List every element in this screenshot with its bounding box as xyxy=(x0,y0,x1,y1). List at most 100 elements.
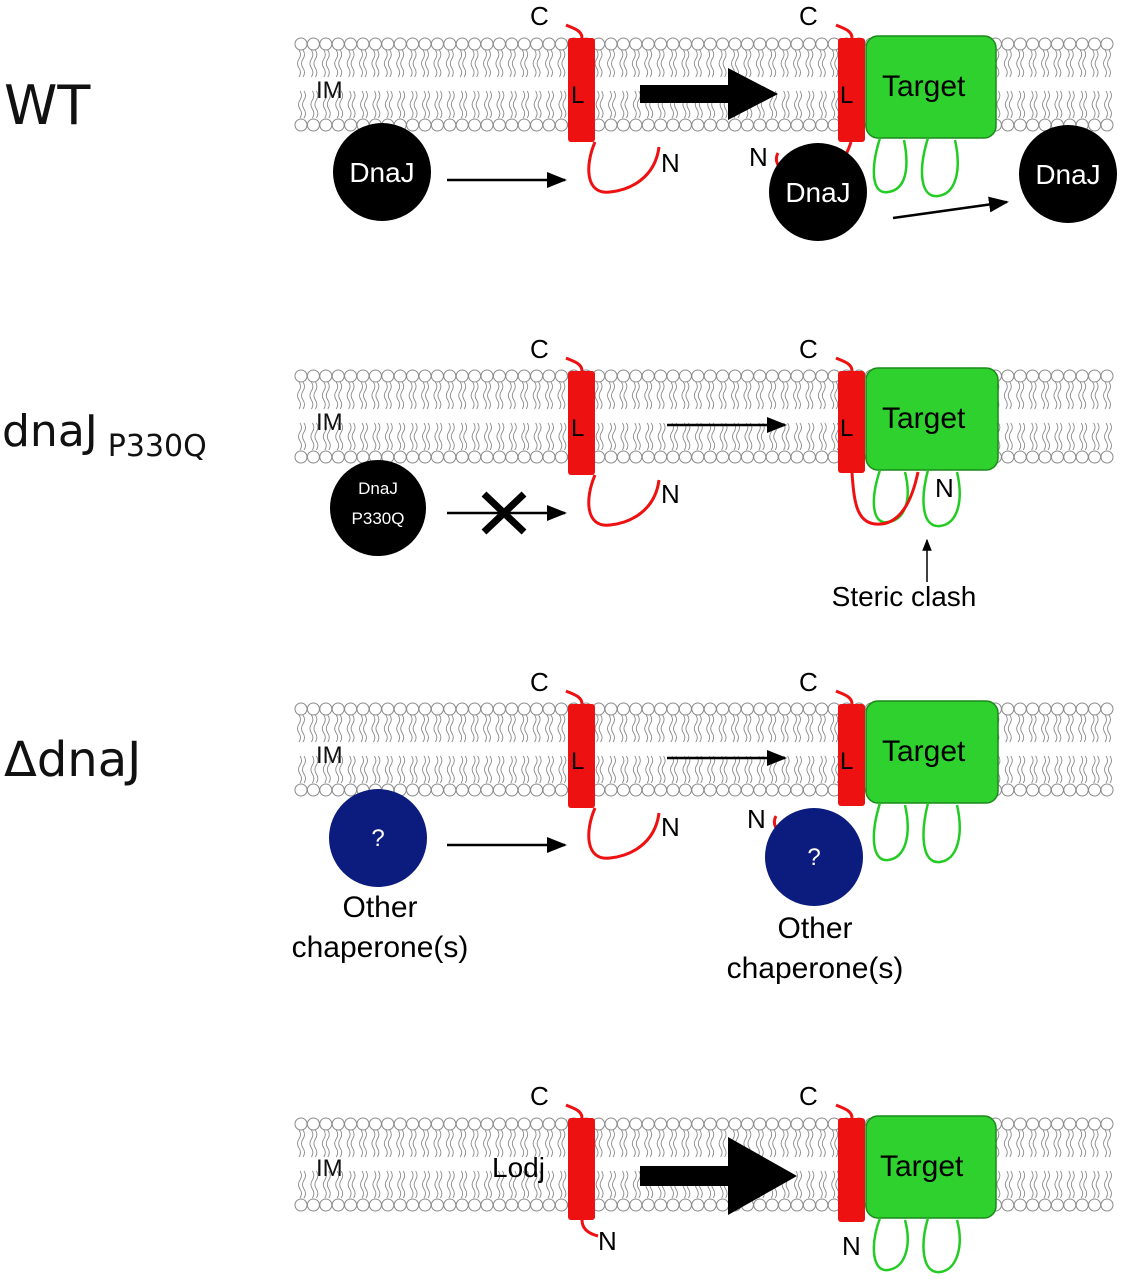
lipid-head xyxy=(1063,369,1077,383)
lipid-tail xyxy=(546,1170,554,1199)
lipid-head xyxy=(542,118,556,132)
lipid-head xyxy=(368,37,382,51)
lipid-head xyxy=(294,702,308,716)
lipid-tail xyxy=(297,381,305,410)
lipid-tail xyxy=(557,1129,566,1158)
lipid-tail xyxy=(458,49,467,78)
lipid-tail xyxy=(397,90,406,119)
lipid-tail xyxy=(1078,1129,1087,1158)
lipid-tail xyxy=(384,422,393,451)
lipid-tail xyxy=(595,1170,604,1199)
lipid-head xyxy=(815,1198,829,1212)
lipid-head xyxy=(616,702,630,716)
lipid-tail xyxy=(422,422,430,451)
lipid-head xyxy=(654,702,668,716)
lipid-tail xyxy=(359,1129,367,1158)
lipid-head xyxy=(480,1117,494,1131)
lipid-head xyxy=(629,118,643,132)
lipid-tail xyxy=(558,90,567,119)
lipid-head xyxy=(716,1117,730,1131)
helix-left-wt xyxy=(568,38,595,142)
lipid-tail xyxy=(1004,422,1013,451)
lipid-tail xyxy=(335,422,344,451)
lipid-tail xyxy=(718,49,727,78)
lipid-head xyxy=(306,118,320,132)
lipid-tail xyxy=(768,49,777,78)
lipid-tail xyxy=(346,714,355,743)
lipid-tail xyxy=(1042,90,1050,119)
unknown-chaperone-symbol-left: ? xyxy=(371,825,384,852)
lipid-tail xyxy=(558,1170,567,1199)
lipid-tail xyxy=(1065,381,1074,410)
lipid-head xyxy=(344,450,358,464)
helix-left-label-p330q: L xyxy=(571,415,584,442)
lipid-tail xyxy=(507,1129,516,1158)
lipid-tail xyxy=(521,1170,530,1199)
lipid-tail xyxy=(744,422,753,451)
lipid-tail xyxy=(805,381,814,410)
lipid-head xyxy=(468,37,482,51)
lipid-tail xyxy=(805,1129,814,1158)
lipid-head xyxy=(542,37,556,51)
other-chaperone-right xyxy=(765,808,863,906)
lipid-tail xyxy=(471,1170,480,1199)
lipid-tail xyxy=(1017,422,1026,451)
lipid-tail xyxy=(595,422,604,451)
lipid-tail xyxy=(409,90,418,119)
lipid-tail xyxy=(806,422,815,451)
lipid-tail xyxy=(445,714,454,743)
lipid-tail xyxy=(546,422,554,451)
lipid-tail xyxy=(1103,381,1111,410)
lipid-tail xyxy=(397,1170,406,1199)
dnaj-label-right-wt: DnaJ xyxy=(1035,159,1100,190)
lipid-tail xyxy=(445,49,454,78)
lipid-head xyxy=(604,1117,618,1131)
lipid-head xyxy=(331,118,345,132)
lipid-tail xyxy=(1004,90,1013,119)
lipid-head xyxy=(716,702,730,716)
lipid-head xyxy=(443,783,457,797)
lipid-head xyxy=(418,783,432,797)
lipid-head xyxy=(616,37,630,51)
lipid-tail xyxy=(1041,1129,1049,1158)
lipid-head xyxy=(455,369,469,383)
lipid-tail xyxy=(1053,381,1062,410)
lipid-head xyxy=(430,37,444,51)
helix-right-label-p330q: L xyxy=(840,415,853,442)
lipid-tail xyxy=(656,381,665,410)
lipid-tail xyxy=(794,1170,802,1199)
lipid-head xyxy=(616,369,630,383)
lipid-head xyxy=(480,37,494,51)
membrane-label-delta: IM xyxy=(316,742,343,769)
lipid-head xyxy=(368,702,382,716)
lipid-head xyxy=(517,702,531,716)
lipid-head xyxy=(1088,37,1102,51)
lipid-tail xyxy=(656,49,665,78)
block-x-icon xyxy=(481,491,527,535)
lipid-head xyxy=(629,1198,643,1212)
lipid-head xyxy=(443,369,457,383)
lipid-head xyxy=(778,450,792,464)
lipid-head xyxy=(765,1198,779,1212)
lipid-tail xyxy=(359,714,367,743)
lipid-tail xyxy=(793,714,801,743)
lipid-tail xyxy=(1104,422,1112,451)
lipid-head xyxy=(1013,1198,1027,1212)
lipid-head xyxy=(753,702,767,716)
membrane-label-lodj: IM xyxy=(316,1155,343,1182)
lipid-tail xyxy=(707,755,716,784)
lipid-tail xyxy=(595,755,604,784)
lipid-tail xyxy=(495,1129,504,1158)
lipid-tail xyxy=(620,755,629,784)
helix-left-delta xyxy=(568,704,595,808)
lipid-tail xyxy=(681,714,690,743)
lipid-tail xyxy=(470,381,479,410)
lipid-head xyxy=(765,37,779,51)
lipid-tail xyxy=(1016,49,1025,78)
lipid-head xyxy=(1075,783,1089,797)
lipid-tail xyxy=(693,49,702,78)
lipid-tail xyxy=(545,381,553,410)
lipid-head xyxy=(654,783,668,797)
lipid-head xyxy=(802,702,816,716)
lipid-head xyxy=(629,37,643,51)
